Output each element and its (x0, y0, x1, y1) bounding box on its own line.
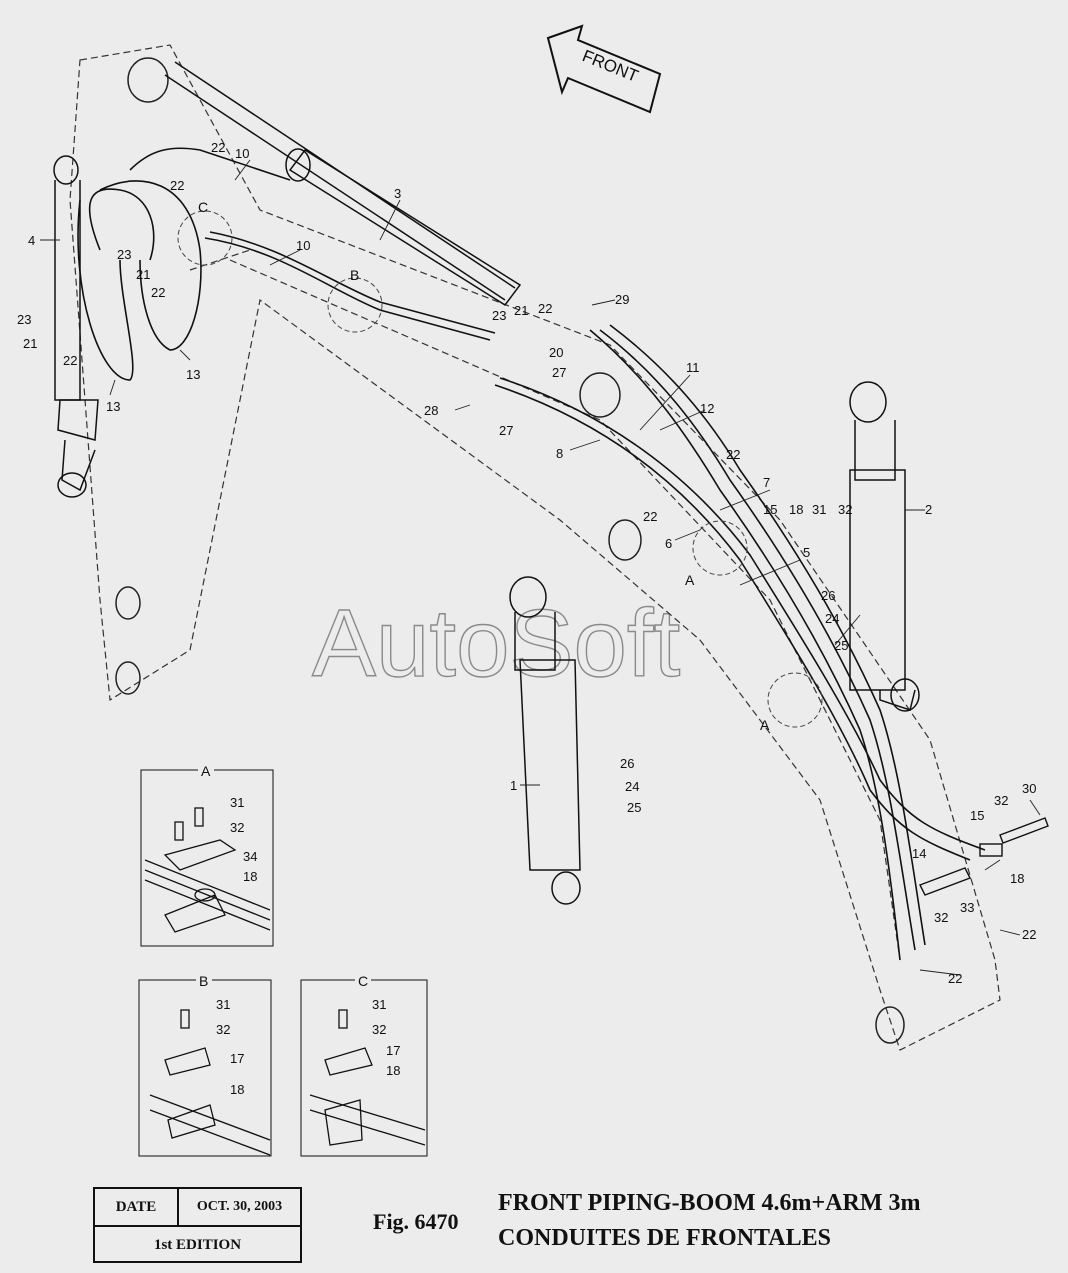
callout-23a: 23 (117, 247, 131, 262)
detail-marker-a1: A (685, 572, 695, 588)
callout-32c: 32 (934, 910, 948, 925)
callout-27a: 27 (552, 365, 566, 380)
edition-label: 1st EDITION (153, 1236, 242, 1253)
inset-c-label-32: 32 (372, 1022, 386, 1037)
callout-22b: 22 (170, 178, 184, 193)
callout-22d: 22 (63, 353, 77, 368)
callout-33: 33 (960, 900, 974, 915)
inset-b-label-18: 18 (230, 1082, 244, 1097)
fastener-assembly-right (919, 817, 1049, 896)
inset-a-label-32: 32 (230, 820, 244, 835)
inset-detail-b: B 31 32 17 18 (138, 973, 272, 1157)
figure-title-fr: CONDUITES DE FRONTALES (498, 1225, 831, 1251)
boom-pins (115, 57, 905, 1044)
detail-marker-a2: A (760, 717, 770, 733)
inset-b-label-32: 32 (216, 1022, 230, 1037)
callout-1: 1 (510, 778, 517, 793)
callout-18b: 18 (1010, 871, 1024, 886)
callout-22h: 22 (1022, 927, 1036, 942)
callout-11: 11 (686, 360, 700, 375)
callout-21c: 21 (514, 303, 528, 318)
callout-10a: 10 (235, 146, 249, 161)
callout-22e: 22 (538, 301, 552, 316)
boom-outline (69, 44, 1001, 1051)
callout-28: 28 (424, 403, 438, 418)
callout-8: 8 (556, 446, 563, 461)
detail-marker-c: C (198, 199, 208, 215)
callout-26b: 26 (620, 756, 634, 771)
callout-32b: 32 (994, 793, 1008, 808)
callout-3: 3 (394, 186, 401, 201)
front-arrow: FRONT (546, 24, 662, 114)
title-block: DATE OCT. 30, 2003 1st EDITION (93, 1187, 302, 1263)
inset-b-label-31: 31 (216, 997, 230, 1012)
callout-10b: 10 (296, 238, 310, 253)
callout-2: 2 (925, 502, 932, 517)
callout-18a: 18 (789, 502, 803, 517)
leader-lines (40, 159, 1041, 976)
inset-c-title: C (358, 973, 368, 989)
detail-marker-b: B (350, 267, 359, 283)
callout-21a: 21 (136, 267, 150, 282)
date-label: DATE (95, 1189, 179, 1225)
callout-29: 29 (615, 292, 629, 307)
figure-title-en: FRONT PIPING-BOOM 4.6m+ARM 3m (498, 1190, 921, 1216)
callout-31: 31 (812, 502, 826, 517)
front-label: FRONT (580, 46, 641, 86)
callout-20: 20 (549, 345, 563, 360)
boom-cylinder-right (849, 381, 920, 712)
callout-22c: 22 (151, 285, 165, 300)
callout-12: 12 (700, 401, 714, 416)
callout-22i: 22 (948, 971, 962, 986)
inset-detail-c: C 31 32 17 18 (300, 973, 428, 1157)
callout-15a: 15 (763, 502, 777, 517)
callout-21b: 21 (23, 336, 37, 351)
callout-25a: 25 (834, 638, 848, 653)
inset-a-label-34: 34 (243, 849, 257, 864)
inset-detail-a: A 31 32 34 18 (140, 763, 274, 947)
callout-22a: 22 (211, 140, 225, 155)
inset-a-label-18: 18 (243, 869, 257, 884)
callout-23b: 23 (17, 312, 31, 327)
callout-4: 4 (28, 233, 35, 248)
callout-13a: 13 (186, 367, 200, 382)
inset-a-title: A (201, 763, 211, 779)
callout-30: 30 (1022, 781, 1036, 796)
watermark: AutoSoft (312, 590, 680, 697)
callout-25b: 25 (627, 800, 641, 815)
callout-15b: 15 (970, 808, 984, 823)
bucket-cylinder-left (53, 155, 99, 498)
inset-a-label-31: 31 (230, 795, 244, 810)
callout-27b: 27 (499, 423, 513, 438)
inset-c-label-31: 31 (372, 997, 386, 1012)
callout-26a: 26 (821, 588, 835, 603)
callout-5: 5 (803, 545, 810, 560)
callout-23c: 23 (492, 308, 506, 323)
date-value: OCT. 30, 2003 (196, 1199, 283, 1214)
callout-32a: 32 (838, 502, 852, 517)
inset-b-title: B (199, 973, 208, 989)
callout-14: 14 (912, 846, 926, 861)
callout-22f: 22 (726, 447, 740, 462)
boom-cylinder-center (509, 576, 581, 905)
callout-6: 6 (665, 536, 672, 551)
figure-number: Fig. 6470 (373, 1209, 459, 1234)
inset-c-label-18: 18 (386, 1063, 400, 1078)
callout-24b: 24 (625, 779, 639, 794)
title-block-date-row: DATE OCT. 30, 2003 (95, 1189, 300, 1227)
callout-24a: 24 (825, 611, 839, 626)
detail-circles (177, 210, 823, 728)
callout-13b: 13 (106, 399, 120, 414)
pipe-lines (77, 147, 986, 961)
inset-b-label-17: 17 (230, 1051, 244, 1066)
callout-22g: 22 (643, 509, 657, 524)
callout-7: 7 (763, 475, 770, 490)
arm-cylinder (164, 61, 522, 307)
inset-c-label-17: 17 (386, 1043, 400, 1058)
